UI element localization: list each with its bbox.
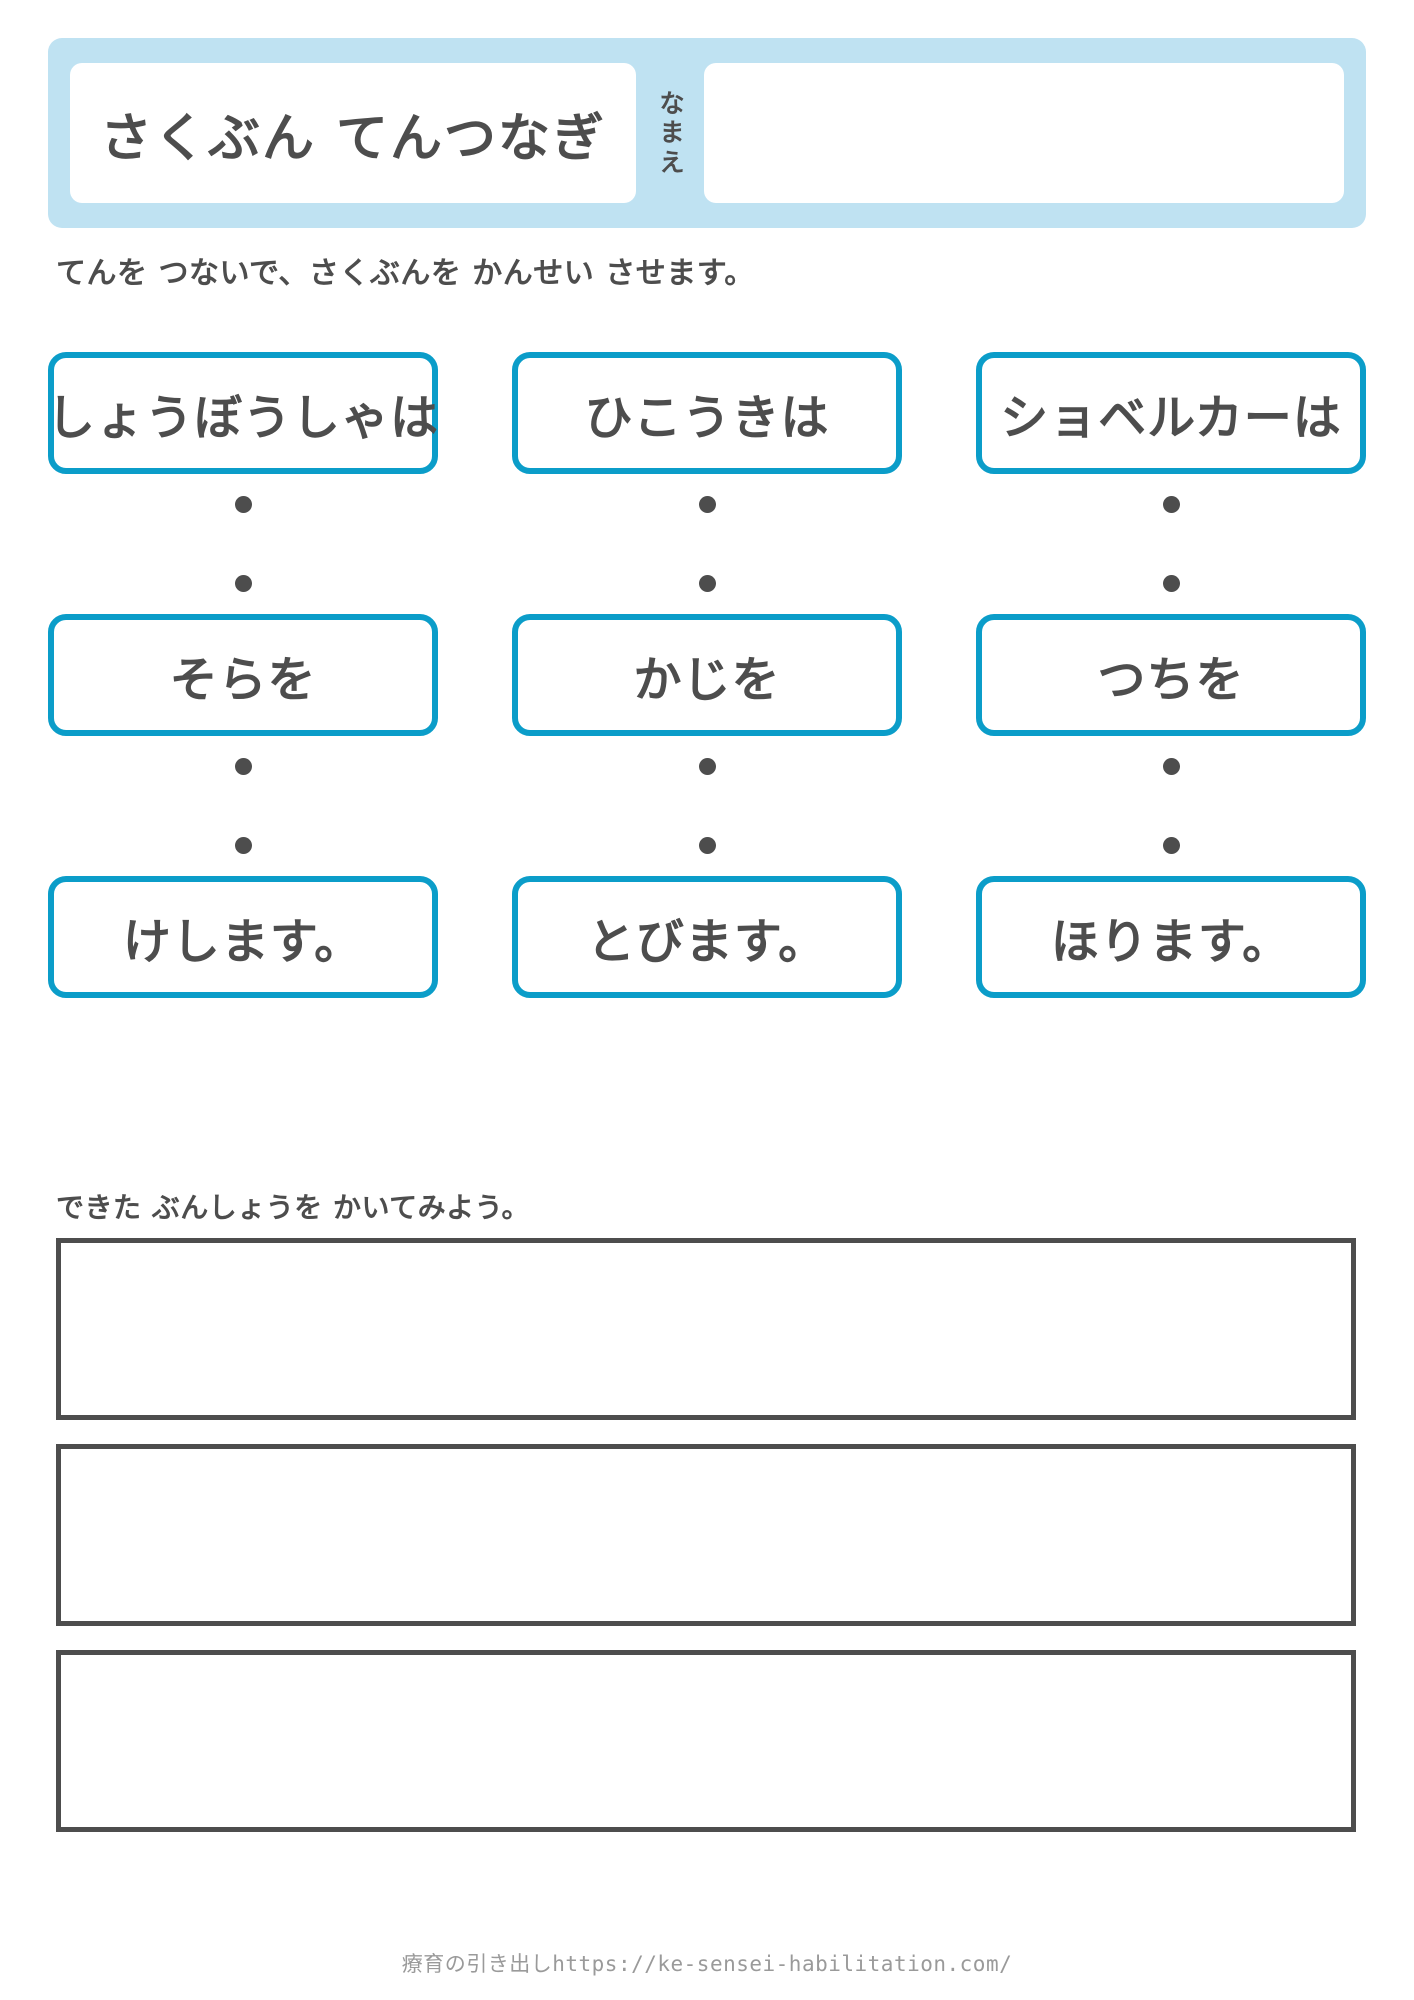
word-box[interactable]: ほります。 [976, 876, 1366, 998]
row-gap [48, 513, 1366, 575]
word-label: ショベルカーは [1000, 390, 1342, 446]
name-label-char-2: ま [659, 118, 685, 148]
matching-cell-1-3: ショベルカーは [976, 352, 1366, 513]
connector-dot[interactable] [1162, 758, 1180, 775]
matching-cell-2-2: かじを [512, 575, 902, 775]
connector-dot[interactable] [1162, 837, 1180, 854]
instruction-text: てんを つないで、さくぶんを かんせい させます。 [56, 256, 755, 291]
word-box[interactable]: ひこうきは [512, 352, 902, 474]
row-gap [48, 775, 1366, 837]
matching-cell-2-1: そらを [48, 575, 438, 775]
word-label: とびます。 [586, 914, 828, 970]
page-title: さくぶん てんつなぎ [99, 108, 607, 169]
word-box[interactable]: しょうぼうしゃは [47, 352, 440, 474]
word-box[interactable]: とびます。 [512, 876, 902, 998]
connector-dot[interactable] [698, 575, 716, 592]
word-label: しょうぼうしゃは [47, 390, 440, 446]
connector-dot[interactable] [698, 758, 716, 775]
matching-row-3: けします。 とびます。 ほります。 [48, 837, 1366, 998]
word-label: つちを [1097, 652, 1245, 708]
word-label: けします。 [122, 914, 364, 970]
connector-dot[interactable] [698, 837, 716, 854]
matching-cell-1-1: しょうぼうしゃは [47, 352, 440, 513]
name-label-char-1: な [659, 88, 685, 118]
writing-prompt: できた ぶんしょうを かいてみよう。 [56, 1191, 530, 1224]
connector-dot[interactable] [234, 575, 252, 592]
matching-row-2: そらを かじを つちを [48, 575, 1366, 775]
matching-grid: しょうぼうしゃは ひこうきは ショベルカーは [47, 352, 1366, 998]
word-label: ほります。 [1050, 914, 1292, 970]
matching-cell-3-3: ほります。 [976, 837, 1366, 998]
name-label-char-3: え [659, 147, 685, 177]
connector-dot[interactable] [234, 837, 252, 854]
matching-cell-3-1: けします。 [48, 837, 438, 998]
name-input-field[interactable] [704, 63, 1344, 203]
connector-dot[interactable] [1162, 496, 1180, 513]
name-label: な ま え [650, 89, 694, 178]
header-band: さくぶん てんつなぎ な ま え [48, 38, 1366, 228]
matching-cell-1-2: ひこうきは [512, 352, 902, 513]
writing-lines [56, 1238, 1356, 1856]
word-label: かじを [633, 652, 781, 708]
connector-dot[interactable] [234, 758, 252, 775]
word-box[interactable]: けします。 [48, 876, 438, 998]
writing-line-2[interactable] [56, 1444, 1356, 1626]
matching-cell-3-2: とびます。 [512, 837, 902, 998]
writing-line-3[interactable] [56, 1650, 1356, 1832]
connector-dot[interactable] [698, 496, 716, 513]
title-plate: さくぶん てんつなぎ [70, 63, 636, 203]
matching-cell-2-3: つちを [976, 575, 1366, 775]
connector-dot[interactable] [234, 496, 252, 513]
connector-dot[interactable] [1162, 575, 1180, 592]
word-box[interactable]: かじを [512, 614, 902, 736]
writing-line-1[interactable] [56, 1238, 1356, 1420]
footer-credit: 療育の引き出しhttps://ke-sensei-habilitation.co… [401, 1952, 1013, 1976]
matching-row-1: しょうぼうしゃは ひこうきは ショベルカーは [47, 352, 1366, 513]
word-box[interactable]: ショベルカーは [976, 352, 1366, 474]
word-label: ひこうきは [584, 390, 830, 446]
word-label: そらを [169, 652, 317, 708]
word-box[interactable]: つちを [976, 614, 1366, 736]
word-box[interactable]: そらを [48, 614, 438, 736]
